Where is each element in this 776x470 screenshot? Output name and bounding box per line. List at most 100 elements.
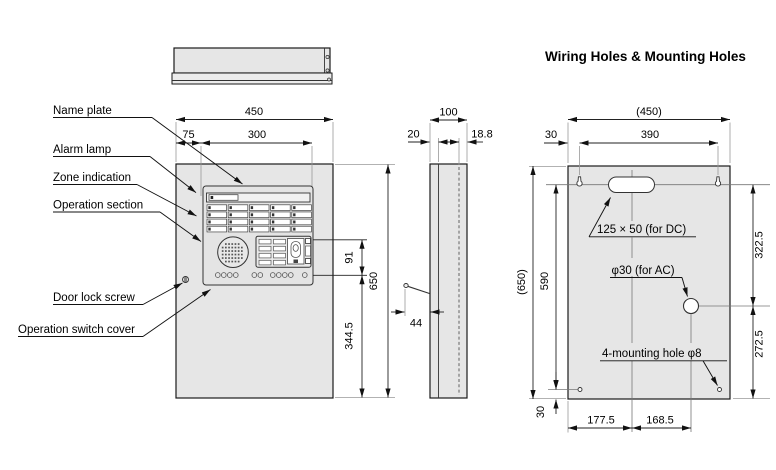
zone-cell: [291, 225, 312, 233]
speaker-dot: [225, 260, 227, 263]
alarm-lamp: [210, 196, 214, 199]
speaker-dot: [241, 257, 243, 259]
operation-section: [255, 235, 312, 268]
speaker-dot: [231, 243, 234, 245]
section-title: Wiring Holes & Mounting Holes: [545, 49, 746, 64]
zone-cell-lamp: [271, 227, 275, 231]
top-view: [171, 47, 333, 85]
speaker-dot: [228, 257, 230, 259]
side-dimension-lines: [391, 117, 483, 315]
dim-operation-height: 91: [344, 251, 356, 263]
dim-back-height: (650): [516, 269, 528, 295]
speaker-dot: [231, 250, 234, 252]
keyhole-icon-left: [576, 176, 583, 187]
zone-cell: [227, 225, 249, 233]
wiring-hole-ac: [682, 297, 700, 315]
dim-rear-offset: 18.8: [471, 129, 492, 141]
label-ac-hole: φ30 (for AC): [612, 265, 675, 277]
door-lock-screw: [182, 276, 189, 283]
label-operation-switch-cover: Operation switch cover: [18, 324, 135, 336]
keypad-bar: [273, 259, 286, 266]
zone-cell: [270, 204, 291, 211]
zone-cell-lamp: [208, 213, 211, 217]
speaker-dot: [237, 246, 240, 249]
speaker-dot: [234, 246, 237, 249]
front-view: 450 75 300 650 91 344.5 Name plate Alarm…: [18, 105, 395, 399]
keypad-bar: [273, 238, 286, 245]
zone-cell: [227, 218, 249, 226]
front-dimension-lines: [176, 116, 391, 398]
dim-bottom-right-span: 168.5: [646, 415, 674, 427]
label-operation-section: Operation section: [53, 200, 143, 212]
speaker-dot: [221, 253, 224, 256]
keyhole-icon-right: [714, 176, 722, 187]
zone-cell: [249, 225, 270, 233]
zone-cell: [249, 218, 270, 226]
label-dc-hole: 125 × 50 (for DC): [597, 224, 686, 236]
label-mount-hole: 4-mounting hole φ8: [602, 348, 702, 360]
dim-lower-right: 272.5: [754, 330, 766, 358]
keypad-bar: [273, 245, 286, 252]
zone-cell-lamp: [208, 206, 211, 210]
zone-cell: [249, 211, 270, 218]
speaker-dot: [241, 253, 243, 256]
zone-cell: [227, 204, 249, 211]
name-plate-window: [208, 194, 239, 201]
switch-glyph: [288, 272, 294, 278]
dim-bottom-edge: 30: [535, 406, 547, 418]
side-door-handle: [403, 283, 430, 295]
zone-cell-lamp: [208, 227, 211, 231]
back-labels: 125 × 50 (for DC) φ30 (for AC) 4-mountin…: [588, 197, 727, 386]
speaker-grille: [221, 243, 243, 263]
keypad-slot: [305, 245, 311, 257]
speaker-dot: [221, 250, 224, 252]
switch-glyph: [215, 272, 221, 278]
keypad-lamp: [305, 238, 311, 244]
zone-cell-lamp: [229, 220, 232, 224]
label-zone-indication: Zone indication: [53, 172, 131, 184]
speaker-dot: [234, 243, 237, 245]
zone-cell-lamp: [250, 220, 254, 224]
speaker-dot: [225, 250, 227, 252]
top-view-body: [173, 47, 331, 74]
keypad-ring: [290, 241, 301, 258]
label-name-plate: Name plate: [53, 105, 112, 117]
speaker-dot: [228, 250, 230, 252]
keypad-bar: [258, 245, 272, 252]
speaker-dot: [237, 260, 240, 263]
switch-glyph: [282, 272, 288, 278]
back-view: Wiring Holes & Mounting Holes 125 × 50 (…: [516, 49, 770, 433]
back-panel: [567, 165, 731, 400]
speaker-dot: [231, 246, 234, 249]
zone-cell: [206, 218, 227, 226]
zone-cell: [206, 225, 227, 233]
speaker-dot: [231, 260, 234, 263]
speaker-dot: [237, 243, 240, 245]
dim-depth: 100: [439, 107, 457, 119]
speaker-dot: [225, 253, 227, 256]
dim-nameplate-width: 300: [248, 129, 266, 141]
dim-handle: 44: [410, 318, 422, 330]
switch-glyph: [276, 272, 282, 278]
name-plate: [206, 192, 311, 203]
zone-cell: [227, 211, 249, 218]
speaker-dot: [237, 253, 240, 256]
keypad-lamp: [305, 258, 311, 264]
speaker-dot: [234, 250, 237, 252]
speaker-dot: [228, 243, 230, 245]
keypad-bar: [273, 252, 286, 259]
zone-cell: [270, 225, 291, 233]
switch-glyph: [251, 272, 257, 278]
switch-glyph: [233, 272, 239, 278]
switch-symbol-row: [215, 272, 308, 278]
dim-back-width: (450): [636, 106, 662, 118]
speaker-dot: [228, 260, 230, 263]
speaker-dot: [231, 257, 234, 259]
speaker-icon: [217, 236, 249, 268]
zone-cell-lamp: [271, 213, 275, 217]
speaker-dot: [241, 246, 243, 249]
screw-icon: [325, 68, 330, 73]
dim-mount-span: 590: [539, 272, 551, 290]
keypad-dial: [292, 244, 299, 252]
